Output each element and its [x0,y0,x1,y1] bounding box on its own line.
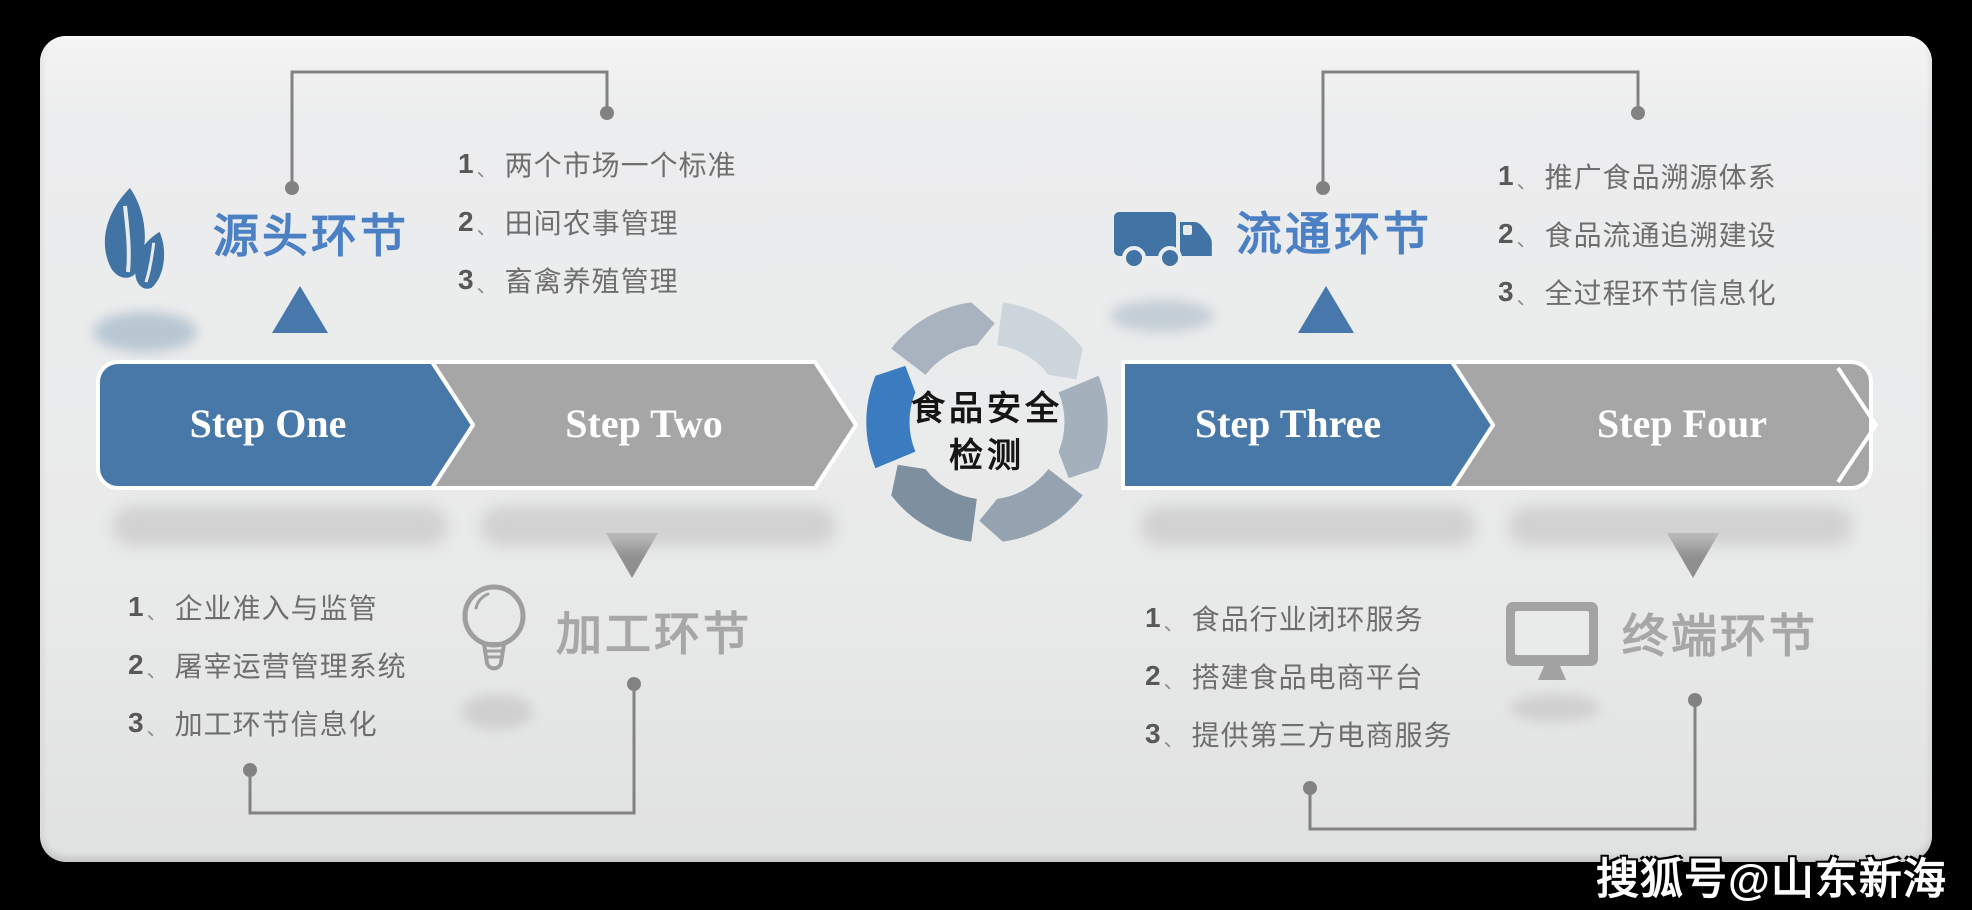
cycle-segment-bottom-right [979,469,1083,542]
cycle-segment-top-right [997,302,1083,380]
triangle-up-circulation [1298,286,1354,333]
title-processing: 加工环节 [556,608,752,660]
bracket-top-right [1321,70,1640,188]
cycle-segment-right [1058,375,1108,479]
step-bars-right [1121,360,1878,490]
cycle-label: 食品安全 检测 [860,386,1114,480]
connector-lines [248,70,1697,831]
bracket-bottom-left [248,686,636,815]
title-source: 源头环节 [213,210,409,262]
step-two-label: Step Two [565,401,723,446]
title-circulation: 流通环节 [1236,208,1432,260]
list-item: 1、食品行业闭环服务 [1145,602,1424,635]
monitor-icon [1506,602,1598,680]
step-bars-left [96,360,858,490]
list-item: 1、企业准入与监管 [128,591,378,624]
watermark: 搜狐号@山东新海 [1596,856,1947,904]
cycle-segment-top-left [891,302,995,375]
step-four-label: Step Four [1597,401,1767,446]
cycle-segment-blue [866,365,916,469]
list-item: 3、全过程环节信息化 [1498,276,1777,309]
source-list: 1、两个市场一个标准 2、田间农事管理 3、畜禽养殖管理 [458,135,737,309]
bracket-top-left [290,70,609,188]
end-chevron [1836,366,1878,484]
bracket-bottom-right [1308,702,1697,831]
list-item: 1、两个市场一个标准 [458,148,737,181]
list-item: 2、食品流通追溯建设 [1498,218,1777,251]
cycle-segment-bottom-left [891,464,977,542]
list-item: 2、田间农事管理 [458,206,679,239]
lightbulb-icon [462,584,526,671]
cycle-arrows [866,302,1108,542]
list-item: 3、畜禽养殖管理 [458,264,679,297]
circulation-list: 1、推广食品溯源体系 2、食品流通追溯建设 3、全过程环节信息化 [1498,147,1777,321]
connector-dots [243,106,1702,795]
list-item: 3、提供第三方电商服务 [1145,718,1453,751]
list-item: 2、搭建食品电商平台 [1145,660,1424,693]
cycle-label-line2: 检测 [949,437,1025,475]
triangle-up-source [272,286,328,333]
step-three-label: Step Three [1194,401,1382,446]
truck-icon [1114,212,1212,270]
bar-reflections [112,506,1853,546]
step-four-bar [1450,360,1873,490]
terminal-list: 1、食品行业闭环服务 2、搭建食品电商平台 3、提供第三方电商服务 [1145,589,1453,763]
title-terminal: 终端环节 [1622,610,1818,662]
processing-list: 1、企业准入与监管 2、屠宰运营管理系统 3、加工环节信息化 [128,578,407,752]
step-one-label: Step One [189,401,347,446]
list-item: 1、推广食品溯源体系 [1498,160,1777,193]
icon-reflections [93,300,1600,730]
cycle-label-line1: 食品安全 [911,390,1063,428]
step-three-bar [1121,360,1495,490]
step-one-bar [96,360,475,490]
list-item: 2、屠宰运营管理系统 [128,649,407,682]
list-item: 3、加工环节信息化 [128,707,378,740]
leaf-icon [104,188,165,289]
